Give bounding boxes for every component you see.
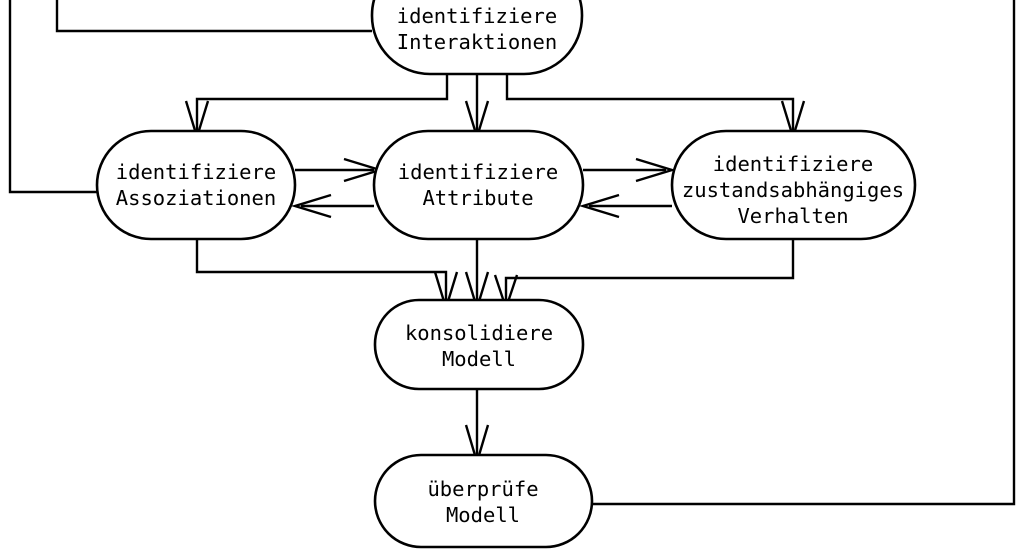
- edge-assoziationen-to-konsolidiere: [195, 239, 459, 313]
- node-label-assoziationen-line2: Assoziationen: [116, 186, 276, 210]
- edge-ueberpruefe-feedback-right: [592, 0, 1016, 506]
- edge-interaktionen-feedback-left: [55, 0, 372, 33]
- node-label-konsolidiere-line1: konsolidiere: [405, 321, 553, 345]
- edge-attribute-to-assoziationen: [290, 193, 374, 219]
- node-label-ueberpruefe-line2: Modell: [446, 503, 520, 527]
- edge-konsolidiere-to-ueberpruefe: [464, 389, 490, 467]
- node-label-ueberpruefe-line1: überprüfe: [427, 477, 538, 501]
- node-label-zustandsverhalten-line3: Verhalten: [737, 204, 848, 228]
- node-label-assoziationen-line1: identifiziere: [116, 160, 276, 184]
- node-identifiziere-attribute[interactable]: identifiziere Attribute: [372, 129, 585, 241]
- edge-attribute-to-konsolidiere: [464, 239, 490, 313]
- node-label-zustandsverhalten-line2: zustandsabhängiges: [682, 178, 904, 202]
- node-label-konsolidiere-line2: Modell: [442, 347, 516, 371]
- node-identifiziere-interaktionen[interactable]: identifiziere Interaktionen: [370, 0, 584, 76]
- edge-interaktionen-to-assoziationen: [184, 74, 449, 142]
- node-label-interaktionen-line1: identifiziere: [397, 4, 557, 28]
- node-identifiziere-assoziationen[interactable]: identifiziere Assoziationen: [95, 129, 297, 241]
- node-label-attribute-line1: identifiziere: [398, 160, 558, 184]
- edge-attribute-to-zustandsverhalten: [583, 157, 677, 183]
- node-label-attribute-line2: Attribute: [422, 186, 533, 210]
- node-ueberpruefe-modell[interactable]: überprüfe Modell: [373, 453, 594, 549]
- edge-assoziationen-to-attribute: [295, 157, 385, 183]
- edge-assoziationen-feedback-left: [8, 0, 97, 194]
- node-label-zustandsverhalten-line1: identifiziere: [713, 152, 873, 176]
- edge-interaktionen-to-attribute: [464, 74, 490, 142]
- node-konsolidiere-modell[interactable]: konsolidiere Modell: [373, 298, 585, 391]
- edge-zustandsverhalten-to-attribute: [578, 193, 672, 219]
- edge-interaktionen-to-zustandsverhalten: [505, 74, 806, 142]
- node-identifiziere-zustandsabhaengiges-verhalten[interactable]: identifiziere zustandsabhängiges Verhalt…: [670, 129, 917, 241]
- node-label-interaktionen-line2: Interaktionen: [397, 30, 557, 54]
- edge-zustandsverhalten-to-konsolidiere: [493, 239, 795, 312]
